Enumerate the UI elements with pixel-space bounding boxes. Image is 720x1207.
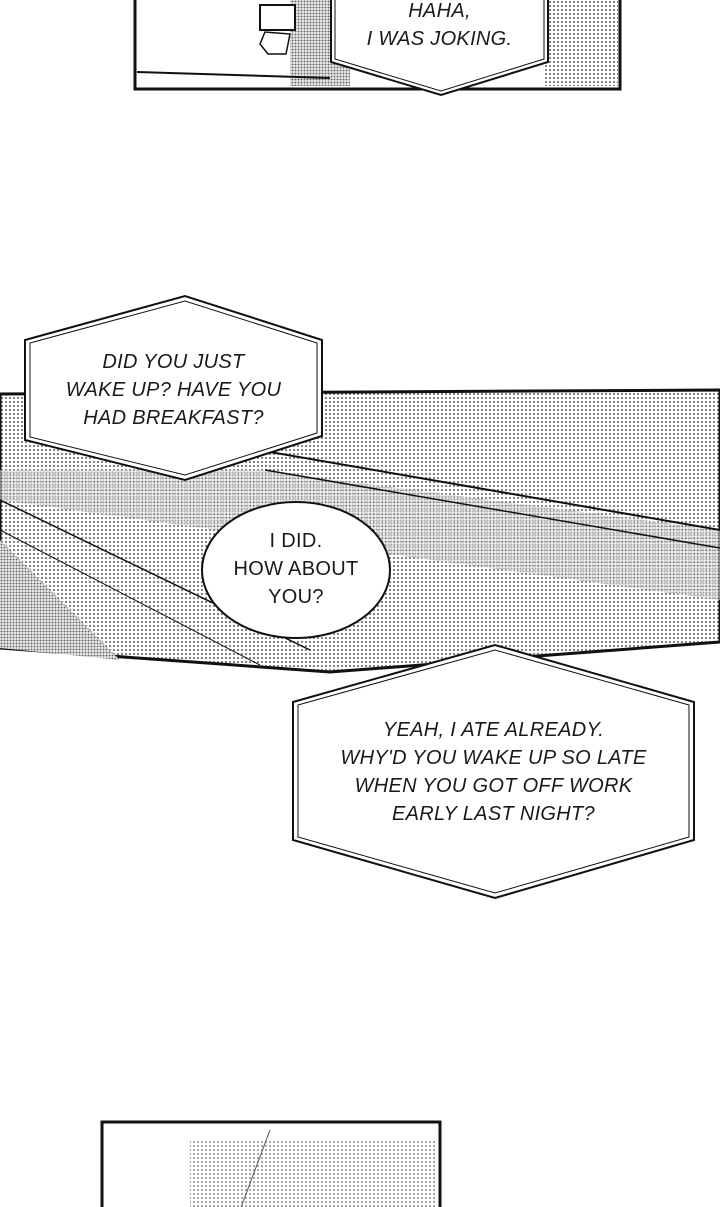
speech-line: YEAH, I ATE ALREADY. [382,719,605,741]
narration-box [292,643,695,900]
speech-bubble-breakfast: DID YOU JUST WAKE UP? HAVE YOU HAD BREAK… [25,348,322,432]
speech-bubble-joking: HAHA, I WAS JOKING. [331,0,548,53]
speech-line: WHEN YOU GOT OFF WORK [354,775,633,797]
speech-bubble-i-did: I DID. HOW ABOUT YOU? [202,527,390,611]
speech-line: HOW ABOUT [233,558,359,580]
speech-line: YOU? [268,586,324,608]
speech-line: DID YOU JUST [102,351,245,373]
top-panel [133,0,622,97]
speech-line: HAD BREAKFAST? [83,407,264,429]
speech-line: I WAS JOKING. [366,28,513,50]
bottom-panel [100,1120,442,1207]
street-panel [0,294,720,674]
speech-line: WHY'D YOU WAKE UP SO LATE [340,747,647,769]
speech-bubble-ate-already: YEAH, I ATE ALREADY. WHY'D YOU WAKE UP S… [293,716,694,828]
speech-line: I DID. [269,530,323,552]
speech-line: HAHA, [408,0,471,22]
speech-line: EARLY LAST NIGHT? [392,803,595,825]
speech-line: WAKE UP? HAVE YOU [65,379,282,401]
